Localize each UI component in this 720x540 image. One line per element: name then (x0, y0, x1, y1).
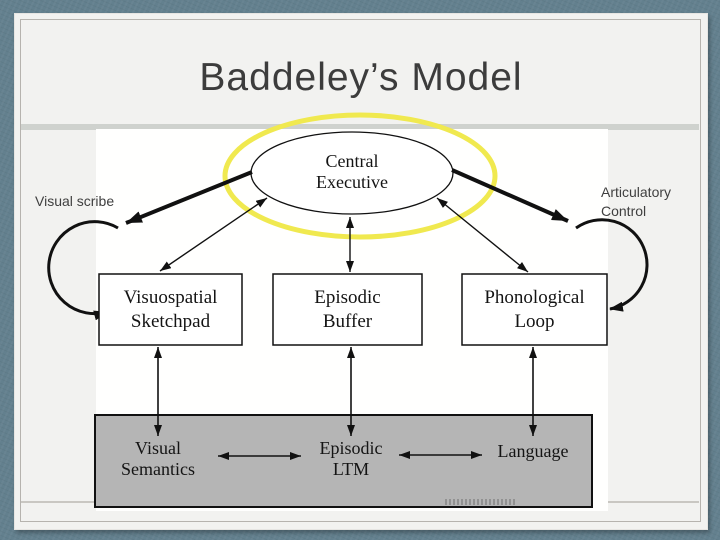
label-line: Sketchpad (130, 310, 211, 332)
visuospatial-sketchpad-label: Visuospatial Sketchpad (99, 274, 242, 345)
episodic-buffer-label: Episodic Buffer (273, 274, 422, 345)
central-executive-label: Central Executive (252, 141, 452, 203)
label-line: LTM (332, 459, 370, 479)
language-label: Language (473, 440, 593, 462)
label-line: Control (601, 203, 647, 219)
watermark-smudge (445, 499, 517, 505)
label-line: Buffer (322, 310, 373, 332)
label-line: Episodic (319, 438, 383, 458)
label-line: Visual scribe (35, 193, 115, 209)
articulatory-control-label: Articulatory Control (601, 183, 671, 221)
phonological-loop-label: Phonological Loop (462, 274, 607, 345)
label-line: Episodic (314, 286, 381, 308)
label-line: Language (497, 440, 569, 461)
visual-scribe-label: Visual scribe (35, 192, 114, 211)
label-line: Semantics (121, 459, 195, 479)
visual-semantics-label: Visual Semantics (98, 436, 218, 482)
label-line: Central (325, 151, 379, 171)
label-line: Articulatory (601, 184, 672, 200)
label-line: Visuospatial (123, 286, 218, 308)
slide-title: Baddeley’s Model (199, 56, 523, 99)
label-line: Loop (514, 310, 555, 332)
episodic-ltm-label: Episodic LTM (291, 436, 411, 482)
label-line: Visual (135, 438, 181, 458)
label-line: Executive (316, 172, 388, 192)
label-line: Phonological (484, 286, 585, 308)
